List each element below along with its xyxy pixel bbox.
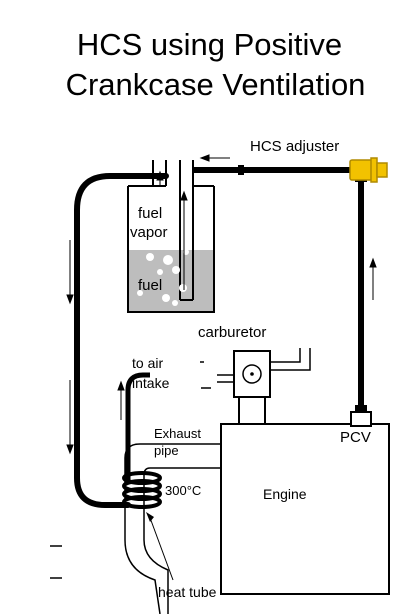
label-to-air: to air xyxy=(132,355,164,371)
intake-tube xyxy=(125,372,150,480)
heat-tube-pointer xyxy=(148,514,174,581)
label-exhaust-line1: Exhaust xyxy=(154,426,201,441)
diagram-title-line1: HCS using Positive xyxy=(76,27,343,62)
heat-coil xyxy=(122,471,162,509)
label-carburetor: carburetor xyxy=(198,324,267,341)
label-fuel: fuel xyxy=(138,277,163,294)
label-pcv: PCV xyxy=(340,429,371,446)
hose-clamp xyxy=(355,405,367,415)
label-intake: intake xyxy=(132,375,170,391)
label-hcs-adjuster: HCS adjuster xyxy=(250,138,340,155)
label-temperature: 300°C xyxy=(165,483,202,498)
pcv-valve xyxy=(350,411,372,427)
carburetor xyxy=(217,348,311,426)
label-fuel-vapor-line2: vapor xyxy=(130,224,168,241)
label-heat-tube: heat tube xyxy=(158,584,217,600)
fuel-tank xyxy=(127,160,215,313)
flow-arrows xyxy=(66,154,377,455)
intake-dash xyxy=(200,361,211,389)
fuel-bubbles xyxy=(137,249,189,306)
heat-tube-arrowhead xyxy=(146,512,154,522)
hcs-adjuster-icon xyxy=(349,157,388,183)
label-engine: Engine xyxy=(263,486,307,502)
label-exhaust-line2: pipe xyxy=(154,443,179,458)
diagram-title-line2: Crankcase Ventilation xyxy=(65,67,366,102)
hose-clamp xyxy=(238,165,244,175)
exhaust-dash xyxy=(50,545,62,579)
engine-block xyxy=(220,423,390,595)
label-fuel-vapor-line1: fuel xyxy=(138,205,163,222)
return-hose xyxy=(74,173,169,508)
